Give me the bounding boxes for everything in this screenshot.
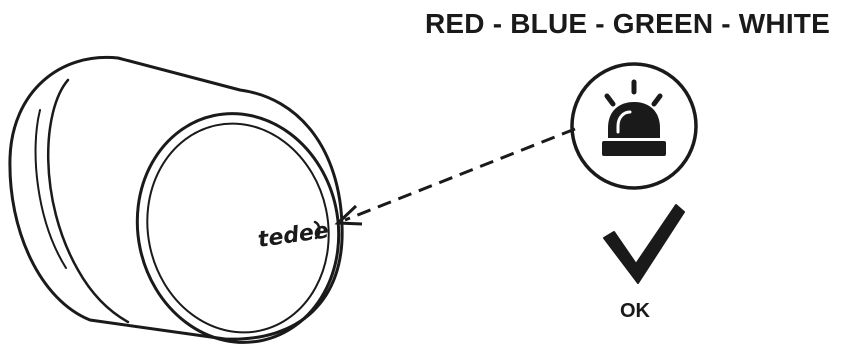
dashed-arrow [334,127,576,226]
indicator-circle [570,62,698,190]
color-sequence-heading: RED - BLUE - GREEN - WHITE [425,8,830,39]
lock-edge [34,109,67,269]
lock-band [46,78,130,324]
ray-left [604,93,616,107]
checkmark-icon [603,204,685,284]
beacon-dome [608,102,660,138]
alarm-light-icon [570,62,698,190]
lock-front-rim [146,122,330,334]
smart-lock [8,55,344,344]
dashed-arrow-line [344,127,576,222]
status-ok-label: OK [620,300,650,322]
lock-front-face [135,112,341,344]
beacon-base [602,141,666,156]
ray-right [651,93,663,107]
lock-led [313,220,321,240]
lock-body [8,55,344,341]
beacon-highlight [616,110,632,134]
brand-logo-text: tedee [256,218,330,253]
arrow-head-icon [334,204,363,226]
